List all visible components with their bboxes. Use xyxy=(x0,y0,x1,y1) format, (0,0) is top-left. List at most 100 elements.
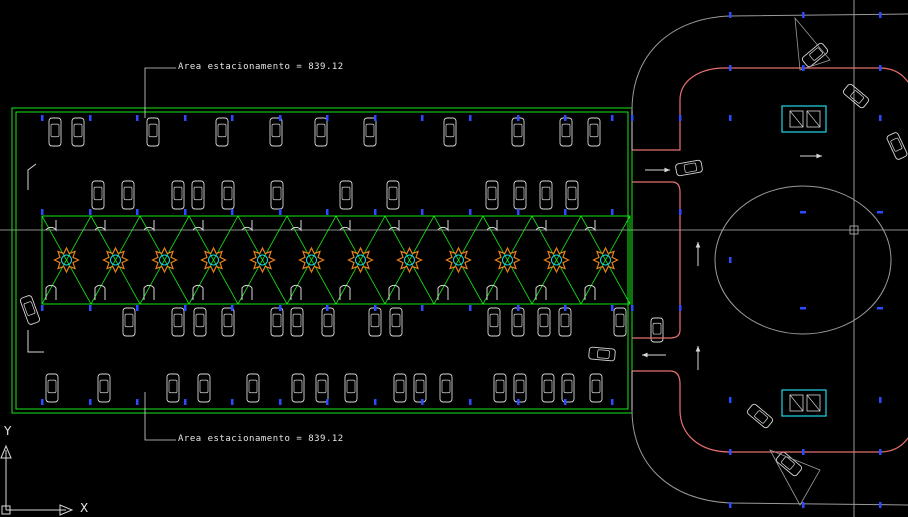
booth-cross xyxy=(789,110,804,128)
ucs-origin-box xyxy=(1,505,11,515)
car xyxy=(386,180,400,210)
blue-marker xyxy=(89,305,92,311)
car-cabin xyxy=(195,313,205,328)
car-cabin xyxy=(292,313,302,328)
booth-cross xyxy=(789,394,804,412)
car-cabin xyxy=(99,379,109,394)
blue-marker xyxy=(374,209,377,215)
car-cabin xyxy=(513,313,523,328)
access-road xyxy=(631,13,908,506)
tree-canopy xyxy=(151,246,178,274)
tree-canopy xyxy=(249,246,276,274)
car xyxy=(539,180,553,210)
blue-marker xyxy=(231,209,234,215)
car xyxy=(171,307,185,337)
tree-canopy xyxy=(53,246,80,274)
booth-frame xyxy=(781,389,827,417)
tree-trunk xyxy=(61,254,72,266)
car xyxy=(485,180,499,210)
blue-marker xyxy=(729,115,732,121)
car-body xyxy=(122,307,136,337)
car-cabin xyxy=(445,123,455,138)
car-cabin xyxy=(515,379,525,394)
car-cabin xyxy=(754,410,768,424)
road-outer-bottom xyxy=(631,409,908,506)
blue-marker xyxy=(611,115,614,121)
car xyxy=(197,373,211,403)
car xyxy=(513,373,527,403)
island-bench xyxy=(339,284,351,300)
island-bench xyxy=(584,220,596,232)
car-body xyxy=(344,373,358,403)
blue-marker xyxy=(184,115,187,121)
car-cabin xyxy=(539,313,549,328)
island-bench xyxy=(437,284,449,300)
car-body xyxy=(650,317,664,343)
car-cabin xyxy=(391,313,401,328)
car-cabin xyxy=(850,90,864,104)
blue-marker xyxy=(89,399,92,405)
tree-trunk xyxy=(110,254,121,266)
car-body xyxy=(565,180,579,210)
car-cabin xyxy=(148,123,158,138)
blue-marker xyxy=(800,211,806,214)
tree-canopy xyxy=(592,246,619,274)
blue-marker xyxy=(279,305,282,311)
car-cabin xyxy=(541,186,551,201)
car xyxy=(368,307,382,337)
car xyxy=(146,117,160,147)
car-body xyxy=(91,180,105,210)
car-body xyxy=(393,373,407,403)
car xyxy=(588,346,616,362)
tree-trunk xyxy=(159,254,170,266)
blue-marker xyxy=(184,305,187,311)
island-bench xyxy=(388,220,400,232)
car-cabin xyxy=(597,349,610,359)
booth-frame xyxy=(781,105,827,133)
curb-top xyxy=(632,67,908,151)
island-diagonal xyxy=(433,215,484,305)
toll-booth xyxy=(781,389,827,417)
blue-marker xyxy=(231,305,234,311)
car xyxy=(561,373,575,403)
car xyxy=(511,117,525,147)
island-bench xyxy=(339,220,351,232)
arrow-head xyxy=(695,346,701,352)
car xyxy=(45,373,59,403)
car-body xyxy=(339,180,353,210)
car-cabin xyxy=(370,313,380,328)
car xyxy=(559,117,573,147)
car xyxy=(541,373,555,403)
car-body xyxy=(171,180,185,210)
car-body xyxy=(675,159,703,177)
arrow-head xyxy=(816,153,822,159)
blue-marker xyxy=(374,399,377,405)
blue-marker xyxy=(469,305,472,311)
car-cabin xyxy=(272,186,282,201)
car-body xyxy=(270,307,284,337)
blue-marker xyxy=(41,305,44,311)
tree-canopy xyxy=(102,246,129,274)
triangle-bottom xyxy=(769,449,821,506)
blue-marker xyxy=(802,12,805,18)
island-diagonal xyxy=(90,215,141,305)
car-body xyxy=(439,373,453,403)
car xyxy=(675,159,703,177)
car xyxy=(290,307,304,337)
car-cabin xyxy=(93,186,103,201)
tree-canopy xyxy=(347,246,374,274)
blue-marker xyxy=(729,12,732,18)
car xyxy=(321,307,335,337)
car-body xyxy=(487,307,501,337)
car-cabin xyxy=(560,313,570,328)
car-cabin xyxy=(173,186,183,201)
car-body xyxy=(513,180,527,210)
tree-trunk xyxy=(208,254,219,266)
car-cabin xyxy=(615,313,625,328)
car-cabin xyxy=(543,379,553,394)
car-cabin xyxy=(223,313,233,328)
car xyxy=(650,317,664,343)
tree-canopy xyxy=(445,246,472,274)
lot-inner-border xyxy=(15,111,629,410)
